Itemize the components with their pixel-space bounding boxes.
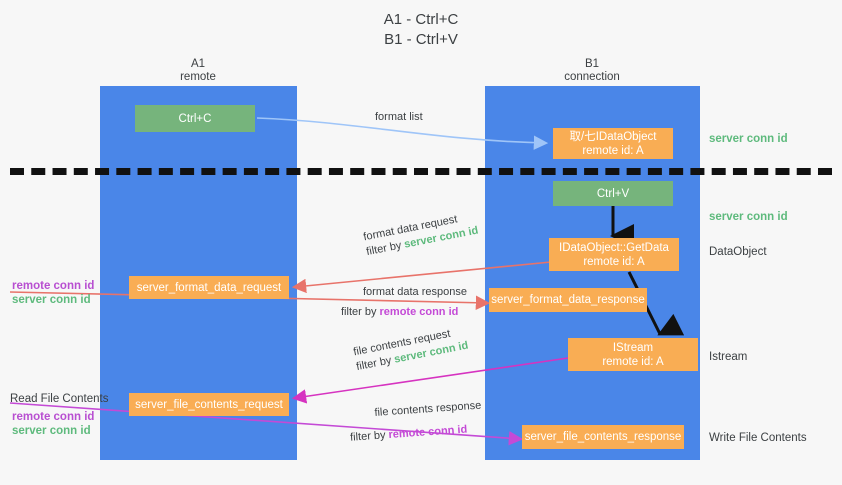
edge-format-data-response-filter-prefix: filter by <box>341 306 380 318</box>
title-line-1: A1 - Ctrl+C <box>383 11 459 28</box>
lane-b1-role: connection <box>564 71 620 83</box>
box-istream-label: IStream <box>612 341 654 354</box>
edge-format-data-response-filter-key: remote conn id <box>379 306 459 318</box>
lane-b1-name: B1 <box>584 58 600 70</box>
note-read-file-contents: Read File Contents <box>10 393 109 405</box>
box-server-file-contents-response-label: server_file_contents_response <box>524 431 682 443</box>
edge-label-format-list: format list <box>375 110 423 125</box>
box-ctrl-c[interactable]: Ctrl+C <box>135 105 255 132</box>
box-idataobject-getdata-sub: remote id: A <box>583 255 645 268</box>
lane-header-a1: A1 remote <box>108 58 288 84</box>
edge-label-format-list-text: format list <box>375 111 423 123</box>
edge-label-file-contents-request: file contents request filter by server c… <box>352 324 469 375</box>
box-server-format-data-response-label: server_format_data_response <box>491 294 645 306</box>
edge-file-contents-response-filter-prefix: filter by <box>349 429 389 444</box>
edge-format-data-response-text: format data response <box>363 286 467 298</box>
edge-label-format-data-response: format data response filter by remote co… <box>341 285 467 320</box>
note-server-conn-id-1: server conn id <box>709 133 788 145</box>
box-idataobject-create-label: 取/七IDataObject <box>569 130 657 143</box>
edge-label-file-contents-response: file contents response filter by remote … <box>350 399 483 444</box>
phase-divider <box>10 168 832 175</box>
note-write-file-contents: Write File Contents <box>709 432 807 444</box>
box-server-format-data-response[interactable]: server_format_data_response <box>489 288 647 312</box>
box-idataobject-create-sub: remote id: A <box>582 144 644 157</box>
edge-file-contents-response-filter-key: remote conn id <box>388 423 468 442</box>
note-istream: Istream <box>709 351 748 363</box>
box-istream[interactable]: IStream remote id: A <box>568 338 698 371</box>
box-server-format-data-request[interactable]: server_format_data_request <box>129 276 289 299</box>
lane-header-b1: B1 connection <box>502 58 682 84</box>
note-dataobject: DataObject <box>709 246 767 258</box>
title-line-2: B1 - Ctrl+V <box>384 31 458 48</box>
box-idataobject-getdata-label: IDataObject::GetData <box>559 241 669 254</box>
lane-a1-role: remote <box>180 71 216 83</box>
page-title: A1 - Ctrl+C B1 - Ctrl+V <box>0 10 842 50</box>
lane-a1-name: A1 <box>190 58 206 70</box>
note-server-conn-id-4: server conn id <box>12 425 91 437</box>
box-ctrl-c-label: Ctrl+C <box>178 112 212 125</box>
box-ctrl-v[interactable]: Ctrl+V <box>553 181 673 206</box>
note-server-conn-id-2: server conn id <box>709 211 788 223</box>
box-server-file-contents-response[interactable]: server_file_contents_response <box>522 425 684 449</box>
box-idataobject-getdata[interactable]: IDataObject::GetData remote id: A <box>549 238 679 271</box>
edge-label-format-data-request: format data request filter by server con… <box>362 209 479 260</box>
box-istream-sub: remote id: A <box>602 355 664 368</box>
box-server-file-contents-request-label: server_file_contents_request <box>135 398 283 411</box>
box-ctrl-v-label: Ctrl+V <box>596 187 630 200</box>
box-server-format-data-request-label: server_format_data_request <box>136 281 282 294</box>
note-remote-conn-id-1: remote conn id <box>12 280 95 292</box>
edge-file-contents-response-text: file contents response <box>374 399 482 419</box>
box-idataobject-create[interactable]: 取/七IDataObject remote id: A <box>553 128 673 159</box>
note-server-conn-id-3: server conn id <box>12 294 91 306</box>
note-remote-conn-id-2: remote conn id <box>12 411 95 423</box>
box-server-file-contents-request[interactable]: server_file_contents_request <box>129 393 289 416</box>
